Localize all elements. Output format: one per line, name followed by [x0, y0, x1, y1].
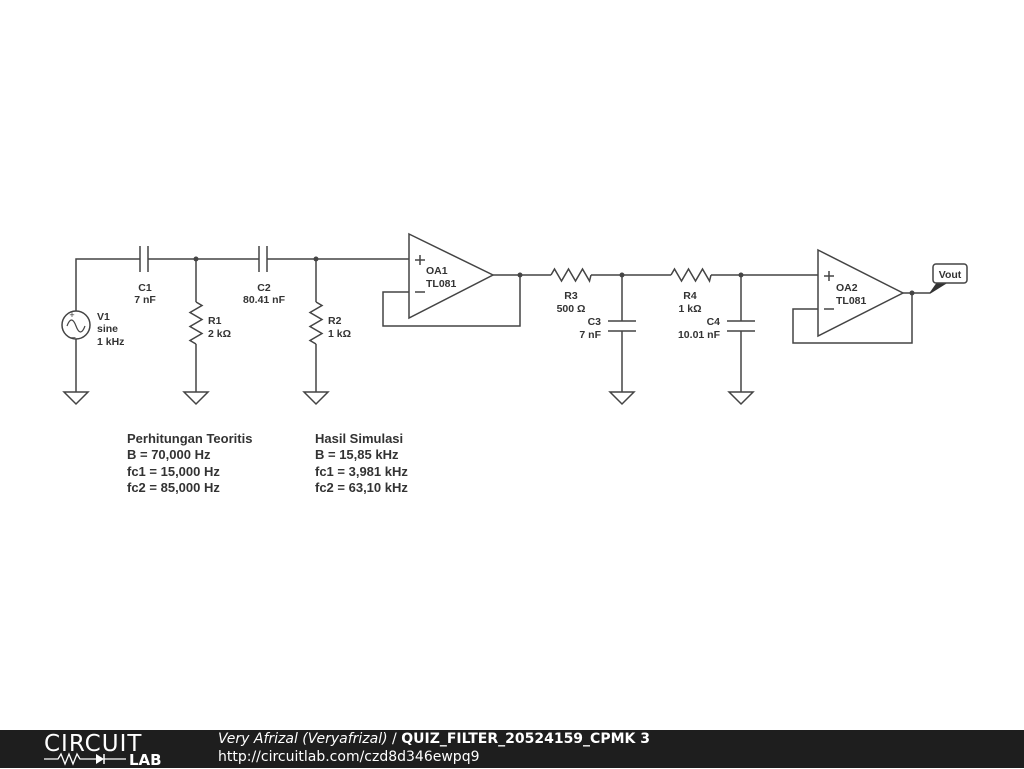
oa2-model: TL081 — [836, 295, 867, 307]
circuit-title[interactable]: QUIZ_FILTER_20524159_CPMK 3 — [401, 731, 650, 747]
circuitlab-logo[interactable]: CIRCUIT LAB — [44, 730, 174, 769]
footer-title-line: Very Afrizal (Veryafrizal) / QUIZ_FILTER… — [218, 731, 650, 747]
theory-title: Perhitungan Teoritis — [127, 431, 252, 446]
junction-dot — [313, 256, 319, 262]
wires — [75, 258, 947, 392]
c4-name: C4 — [707, 316, 721, 328]
ground-icon — [727, 391, 755, 406]
simulation-notes: Hasil Simulasi B = 15,85 kHz fc1 = 3,981… — [315, 431, 408, 495]
theory-notes: Perhitungan Teoritis B = 70,000 Hz fc1 =… — [127, 431, 252, 495]
junction-dot — [738, 272, 744, 278]
simulation-line: fc2 = 63,10 kHz — [315, 480, 408, 495]
footer-bar: CIRCUIT LAB Very Afrizal (Veryafrizal) /… — [0, 730, 1024, 769]
oa1-opamp[interactable] — [408, 232, 495, 320]
simulation-line: B = 15,85 kHz — [315, 447, 399, 462]
ground-icon — [182, 391, 210, 406]
vout-label: Vout — [939, 269, 962, 281]
svg-text:+: + — [69, 310, 74, 320]
oa1-name: OA1 — [426, 265, 448, 277]
logo-text-top: CIRCUIT — [44, 731, 143, 757]
junction-dot — [193, 256, 199, 262]
c2-name: C2 — [257, 282, 271, 294]
c3-value: 7 nF — [579, 329, 601, 341]
c4-capacitor[interactable] — [727, 320, 755, 332]
vout-terminal[interactable]: Vout — [929, 263, 968, 294]
r3-resistor[interactable] — [550, 267, 592, 283]
r3-name: R3 — [564, 290, 578, 302]
r1-resistor[interactable] — [188, 301, 204, 345]
r2-name: R2 — [328, 315, 342, 327]
oa2-opamp[interactable] — [817, 248, 905, 338]
c1-name: C1 — [138, 282, 152, 294]
r3-value: 500 Ω — [557, 303, 586, 315]
r2-resistor[interactable] — [308, 301, 324, 345]
oa1-model: TL081 — [426, 278, 457, 290]
c4-value: 10.01 nF — [678, 329, 721, 341]
oa2-name: OA2 — [836, 282, 858, 294]
v1-type: sine — [97, 323, 118, 335]
theory-line: fc1 = 15,000 Hz — [127, 464, 220, 479]
ground-icon — [302, 391, 330, 406]
circuit-url[interactable]: http://circuitlab.com/czd8d346ewpq9 — [218, 749, 480, 765]
r2-value: 1 kΩ — [328, 328, 351, 340]
junction-dot — [909, 290, 915, 296]
svg-text:−: − — [70, 333, 76, 344]
junction-dots — [193, 256, 915, 296]
theory-line: B = 70,000 Hz — [127, 447, 211, 462]
r1-name: R1 — [208, 315, 222, 327]
v1-freq: 1 kHz — [97, 336, 124, 348]
r1-value: 2 kΩ — [208, 328, 231, 340]
theory-line: fc2 = 85,000 Hz — [127, 480, 220, 495]
c2-capacitor[interactable] — [258, 246, 268, 272]
ground-icon — [608, 391, 636, 406]
r4-resistor[interactable] — [670, 267, 712, 283]
simulation-line: fc1 = 3,981 kHz — [315, 464, 408, 479]
c1-value: 7 nF — [134, 294, 156, 306]
ground-icon — [62, 391, 90, 406]
ground-symbols — [62, 391, 755, 406]
resistor-diode-icon — [44, 752, 126, 766]
r4-name: R4 — [683, 290, 697, 302]
v1-source[interactable]: + − — [61, 310, 91, 344]
c2-value: 80.41 nF — [243, 294, 286, 306]
v1-name: V1 — [97, 311, 110, 323]
author-link[interactable]: Very Afrizal (Veryafrizal) — [218, 731, 388, 747]
c1-capacitor[interactable] — [139, 246, 149, 272]
schematic-canvas: + − V1 sine 1 kHz C1 7 nF C2 80.41 nF R1… — [61, 232, 968, 495]
c3-name: C3 — [588, 316, 602, 328]
logo-text-bottom: LAB — [129, 751, 162, 769]
simulation-title: Hasil Simulasi — [315, 431, 403, 446]
r4-value: 1 kΩ — [678, 303, 701, 315]
c3-capacitor[interactable] — [608, 320, 636, 332]
junction-dot — [619, 272, 625, 278]
junction-dot — [517, 272, 523, 278]
separator: / — [387, 731, 402, 747]
